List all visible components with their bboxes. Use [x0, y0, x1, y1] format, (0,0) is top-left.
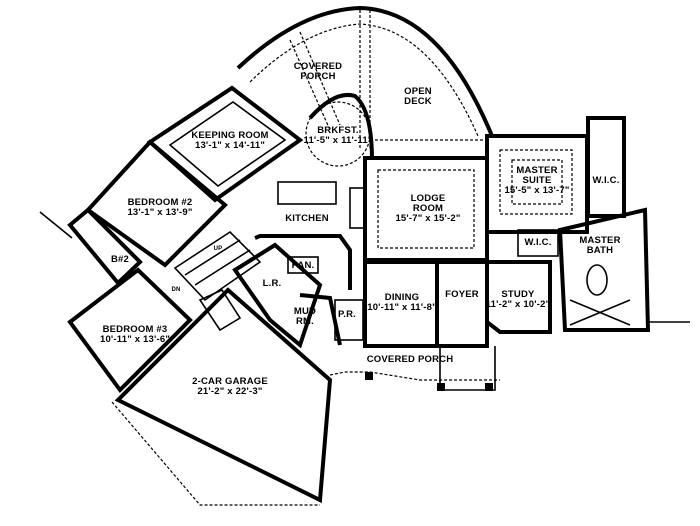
master-ceiling-inner: [511, 159, 563, 205]
bathtub: [586, 264, 608, 296]
kitchen-counter: [254, 234, 352, 290]
keeping-room-ceiling: [168, 101, 287, 188]
bedroom-2-walls: [85, 139, 228, 268]
stair: [173, 230, 262, 302]
room-label-covered-porch-front: COVERED PORCH: [366, 354, 454, 365]
deck-arc-wall: [236, 5, 494, 137]
garage-walls: [114, 287, 333, 504]
stair-tread: [194, 249, 251, 286]
bedroom-3-walls: [67, 267, 193, 394]
study-walls: [485, 260, 552, 334]
shower: [569, 299, 631, 326]
porch-column: [437, 383, 445, 391]
exterior-wall: [39, 211, 73, 239]
kitchen-island: [277, 181, 337, 205]
room-label-kitchen: KITCHEN: [285, 213, 329, 224]
master-ceiling: [499, 149, 573, 215]
porch-divider: [299, 31, 341, 126]
room-label-foyer: FOYER: [445, 289, 479, 300]
stair-tread: [184, 239, 241, 276]
garage-apron: [111, 401, 320, 506]
room-label-laundry: L.R.: [262, 278, 282, 289]
brkfst-rays: [305, 101, 371, 167]
stair-down-label: DN: [171, 287, 181, 293]
foyer-walls: [435, 260, 489, 348]
wic-1-walls: [586, 116, 626, 218]
laundry-walls: [232, 242, 323, 349]
fireplace: [349, 187, 365, 229]
mud-room-walls: [299, 293, 342, 346]
porch-column: [365, 372, 373, 380]
deck-arc-inner: [249, 23, 479, 137]
garage-stair: [198, 288, 242, 332]
master-bath-walls: [557, 207, 651, 332]
room-label-pantry: PAN.: [291, 260, 315, 271]
front-porch-post-line: [439, 346, 496, 391]
lodge-ceiling: [377, 169, 475, 249]
wic-2-walls: [517, 229, 559, 257]
front-porch-edge: [329, 371, 500, 381]
porch-divider: [289, 39, 331, 131]
room-label-bath-2: B#2: [110, 254, 130, 265]
pantry-walls: [287, 256, 319, 274]
porch-column: [485, 383, 493, 391]
bath-2-walls: [67, 207, 143, 286]
room-label-wic-2: W.I.C.: [524, 237, 552, 248]
room-label-wic-1: W.I.C.: [592, 175, 620, 186]
room-label-powder-room: P.R.: [337, 309, 357, 320]
brkfst-wall: [308, 93, 374, 161]
room-label-brkfst: BRKFST.11'-5" x 11'-11": [303, 125, 373, 146]
stair-up-label: UP: [213, 246, 223, 252]
